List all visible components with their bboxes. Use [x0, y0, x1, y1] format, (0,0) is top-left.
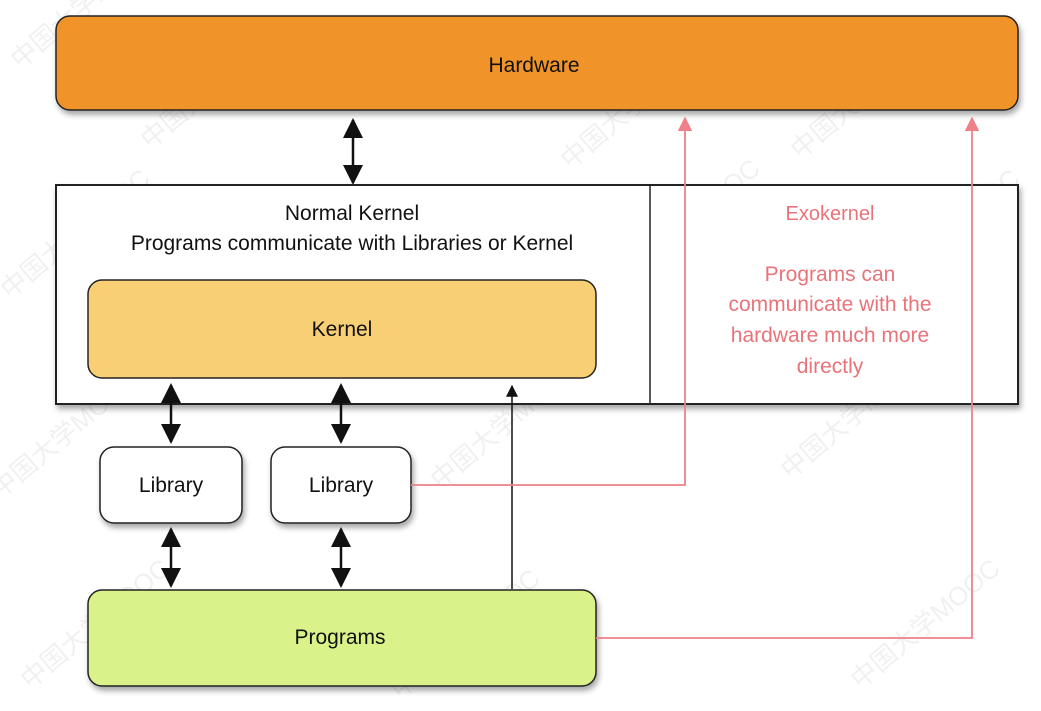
watermark-text: 中国大学MOOC — [845, 553, 1006, 695]
library-hardware-arrow — [411, 116, 693, 486]
programs-box: Programs — [87, 589, 597, 687]
exokernel-title: Exokernel — [786, 203, 875, 225]
library-label: Library — [309, 474, 374, 497]
normal-kernel-section: Normal Kernel Programs communicate with … — [87, 202, 597, 379]
kernel-rect — [87, 279, 597, 379]
library-box-1: Library — [99, 446, 243, 524]
exokernel-description-line: hardware much more — [731, 324, 929, 347]
exokernel-description-line: directly — [797, 355, 864, 378]
programs-hardware-arrow — [596, 116, 980, 639]
hardware-rect — [55, 15, 1019, 111]
exokernel-description-line: Programs can — [765, 263, 896, 286]
programs-label: Programs — [294, 626, 385, 649]
exokernel-description-line: communicate with the — [728, 293, 931, 316]
library-box-2: Library — [270, 446, 412, 524]
normal-kernel-subtitle: Programs communicate with Libraries or K… — [131, 232, 573, 255]
normal-kernel-title: Normal Kernel — [285, 202, 419, 225]
exokernel-section: Exokernel Programs can communicate with … — [728, 203, 931, 378]
library-rect — [99, 446, 243, 524]
library-label: Library — [139, 474, 204, 497]
hardware-box: Hardware — [55, 15, 1019, 111]
kernel-label: Kernel — [312, 318, 373, 341]
hardware-label: Hardware — [488, 54, 579, 77]
